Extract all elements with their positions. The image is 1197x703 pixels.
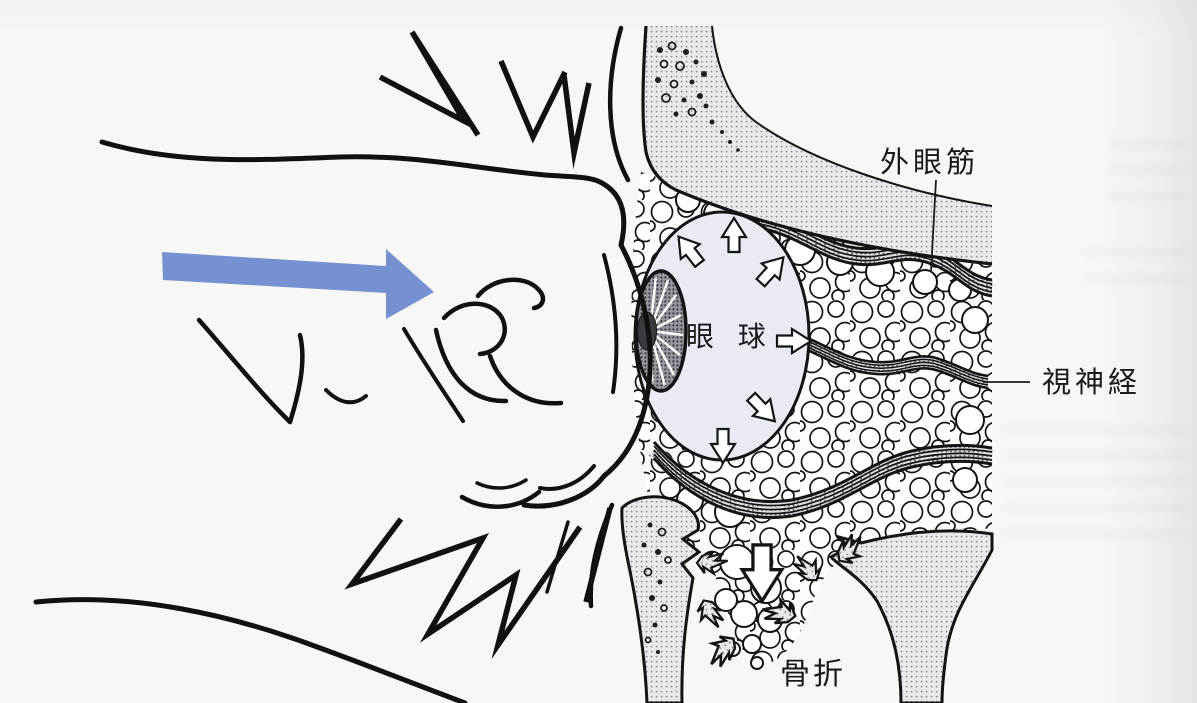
optic-nerve-label: 視神経: [1042, 366, 1141, 399]
leader-lines: [930, 179, 1030, 383]
orbital-rim-bone-lower-left: [620, 495, 702, 703]
extraocular-muscle-label: 外眼筋: [880, 146, 979, 179]
fracture-label: 骨折: [780, 658, 846, 691]
orbital-floor-bone-right: [828, 529, 994, 703]
impact-direction-arrow: [162, 249, 434, 319]
bone-marrow-dots-roof: [655, 41, 740, 152]
fist: [33, 139, 653, 703]
bone-marrow-dots-rim: [641, 522, 672, 654]
iris: [634, 269, 688, 393]
eyeball-label: 眼 球: [686, 321, 774, 352]
orbital-roof-bone: [641, 25, 993, 266]
leader-extraocular-muscle: [930, 179, 937, 273]
impact-lines: [344, 30, 613, 660]
